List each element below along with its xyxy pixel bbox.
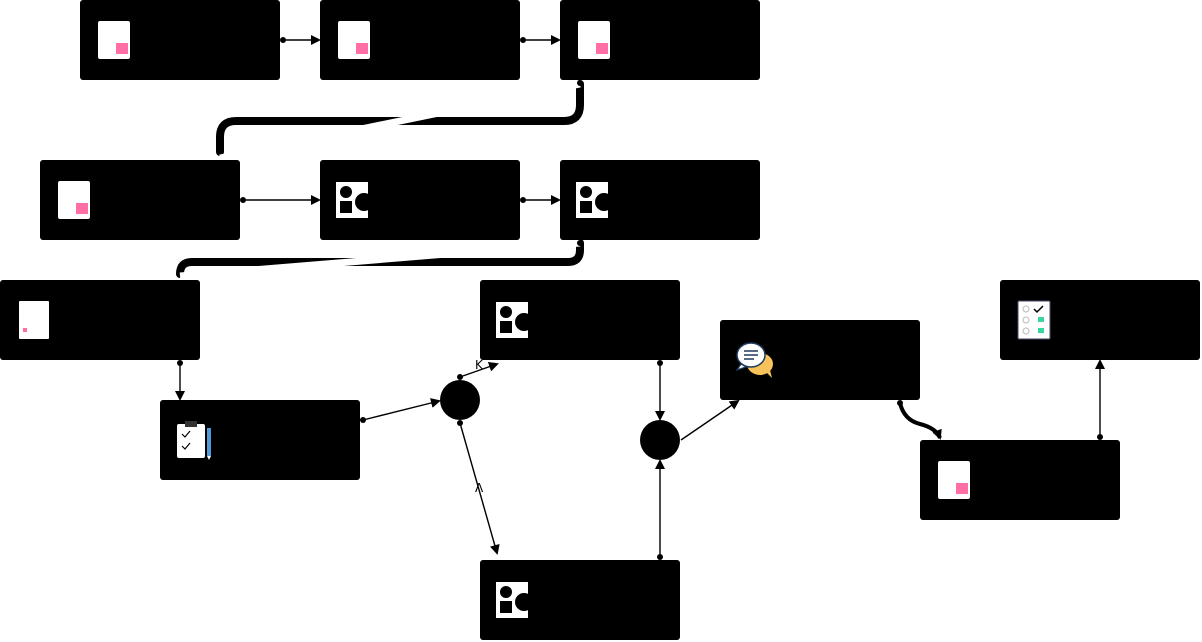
process-node-7[interactable] [0,280,200,360]
process-node-1[interactable] [80,0,280,80]
blank-document-icon [19,301,49,339]
process-node-10[interactable] [720,320,920,400]
process-node-12[interactable] [920,440,1120,520]
shapes-icon [336,182,372,218]
process-node-11[interactable] [1000,280,1200,360]
edge-label-top: K [475,358,483,372]
edge-g1-n9[interactable] [459,361,499,378]
document-icon [58,181,90,219]
process-node-4[interactable] [40,160,240,240]
process-node-13[interactable] [480,560,680,640]
gateway-join[interactable] [640,420,680,460]
document-icon [98,21,130,59]
edge-g2-n10[interactable] [680,399,740,441]
document-icon [578,21,610,59]
edge-n10-n12[interactable] [898,402,942,440]
shapes-icon [496,582,532,618]
process-node-9[interactable] [480,280,680,360]
process-node-2[interactable] [320,0,520,80]
edge-n6-n7[interactable] [176,239,584,278]
shapes-icon [496,302,532,338]
edge-g1-n13[interactable] [459,422,500,555]
document-icon [938,461,970,499]
clipboard-icon [177,421,211,460]
process-node-3[interactable] [560,0,760,80]
document-icon [338,21,370,59]
chat-bubbles-icon [736,342,773,378]
edge-n8-g1[interactable] [362,398,441,421]
process-node-8[interactable] [160,400,360,480]
shapes-icon [576,182,612,218]
checklist-icon [1017,300,1051,340]
gateway-split[interactable] [440,380,480,420]
process-node-5[interactable] [320,160,520,240]
edge-label-bottom: Λ [475,481,484,495]
process-node-6[interactable] [560,160,760,240]
